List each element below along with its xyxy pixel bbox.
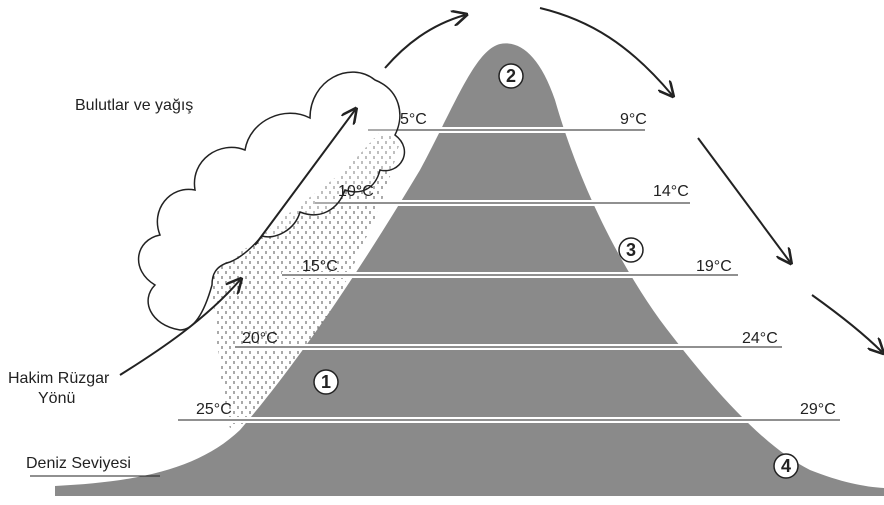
temperature-bands — [178, 127, 840, 423]
temp-left-1: 5°C — [400, 111, 427, 128]
descending-air-arrow-3 — [811, 294, 882, 352]
marker-1: 1 — [313, 369, 339, 395]
temp-right-4: 24°C — [742, 330, 778, 347]
svg-text:4: 4 — [781, 456, 791, 476]
rising-air-arrow — [254, 110, 355, 246]
wind-arrow — [119, 280, 240, 376]
wind-label-line1: Hakim Rüzgar — [8, 370, 110, 387]
marker-2: 2 — [498, 63, 524, 89]
marker-4: 4 — [773, 453, 799, 479]
temp-right-2: 14°C — [653, 183, 689, 200]
marker-3: 3 — [618, 237, 644, 263]
cloud — [138, 71, 406, 331]
svg-text:3: 3 — [626, 240, 636, 260]
wind-label-line2: Yönü — [38, 390, 75, 407]
sea-level-label: Deniz Seviyesi — [26, 455, 131, 472]
temp-left-4: 20°C — [242, 330, 278, 347]
temp-left-2: 10°C — [338, 183, 374, 200]
mountain — [55, 43, 884, 496]
upper-air-arrow — [384, 15, 465, 69]
temp-right-1: 9°C — [620, 111, 647, 128]
descending-air-arrow-1 — [539, 7, 672, 95]
temp-left-5: 25°C — [196, 401, 232, 418]
svg-text:1: 1 — [321, 372, 331, 392]
temp-right-3: 19°C — [696, 258, 732, 275]
svg-text:2: 2 — [506, 66, 516, 86]
descending-air-arrow-2 — [697, 137, 790, 262]
clouds-label: Bulutlar ve yağış — [75, 97, 193, 114]
temp-left-3: 15°C — [302, 258, 338, 275]
temp-right-5: 29°C — [800, 401, 836, 418]
